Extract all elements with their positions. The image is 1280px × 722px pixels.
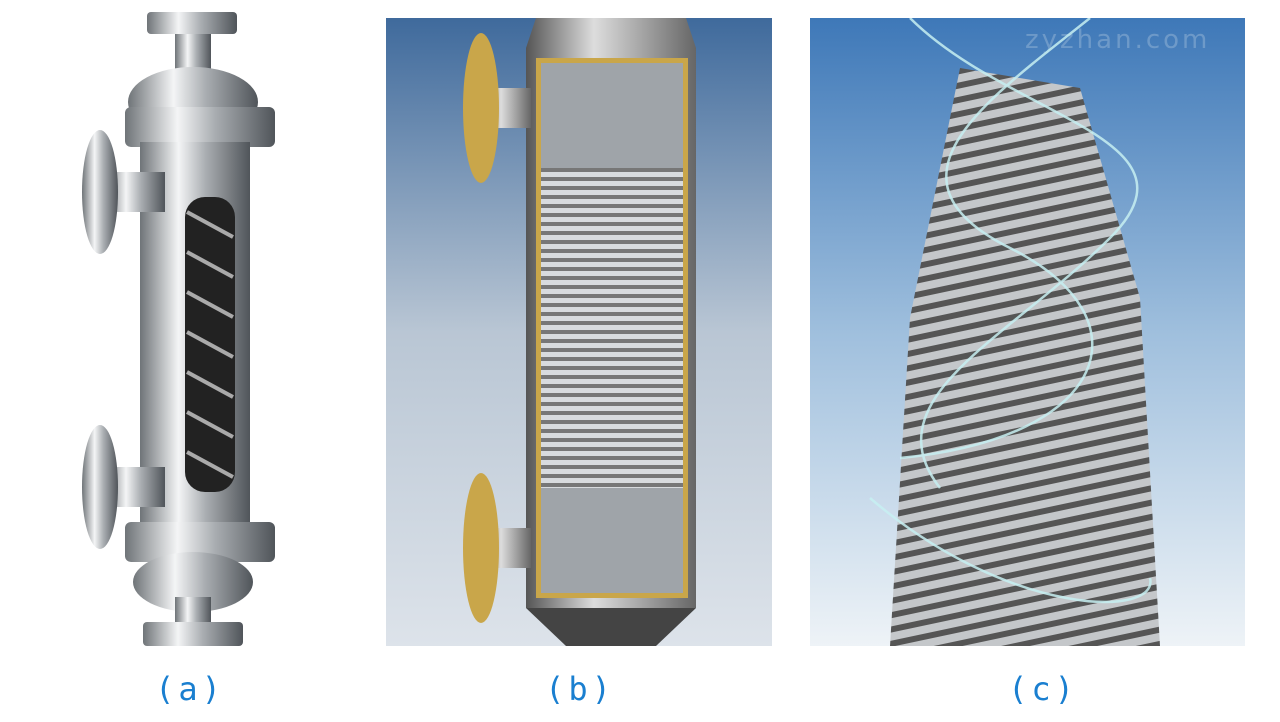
caption-b: (b) [545, 670, 615, 708]
heat-exchanger-image-b [386, 18, 772, 646]
caption-a: (a) [155, 670, 225, 708]
watermark: zyzhan.com [1025, 25, 1210, 55]
heat-exchanger-image-c: zyzhan.com [810, 18, 1245, 646]
heat-exchanger-image-a [82, 12, 275, 646]
caption-c: (c) [1008, 670, 1078, 708]
